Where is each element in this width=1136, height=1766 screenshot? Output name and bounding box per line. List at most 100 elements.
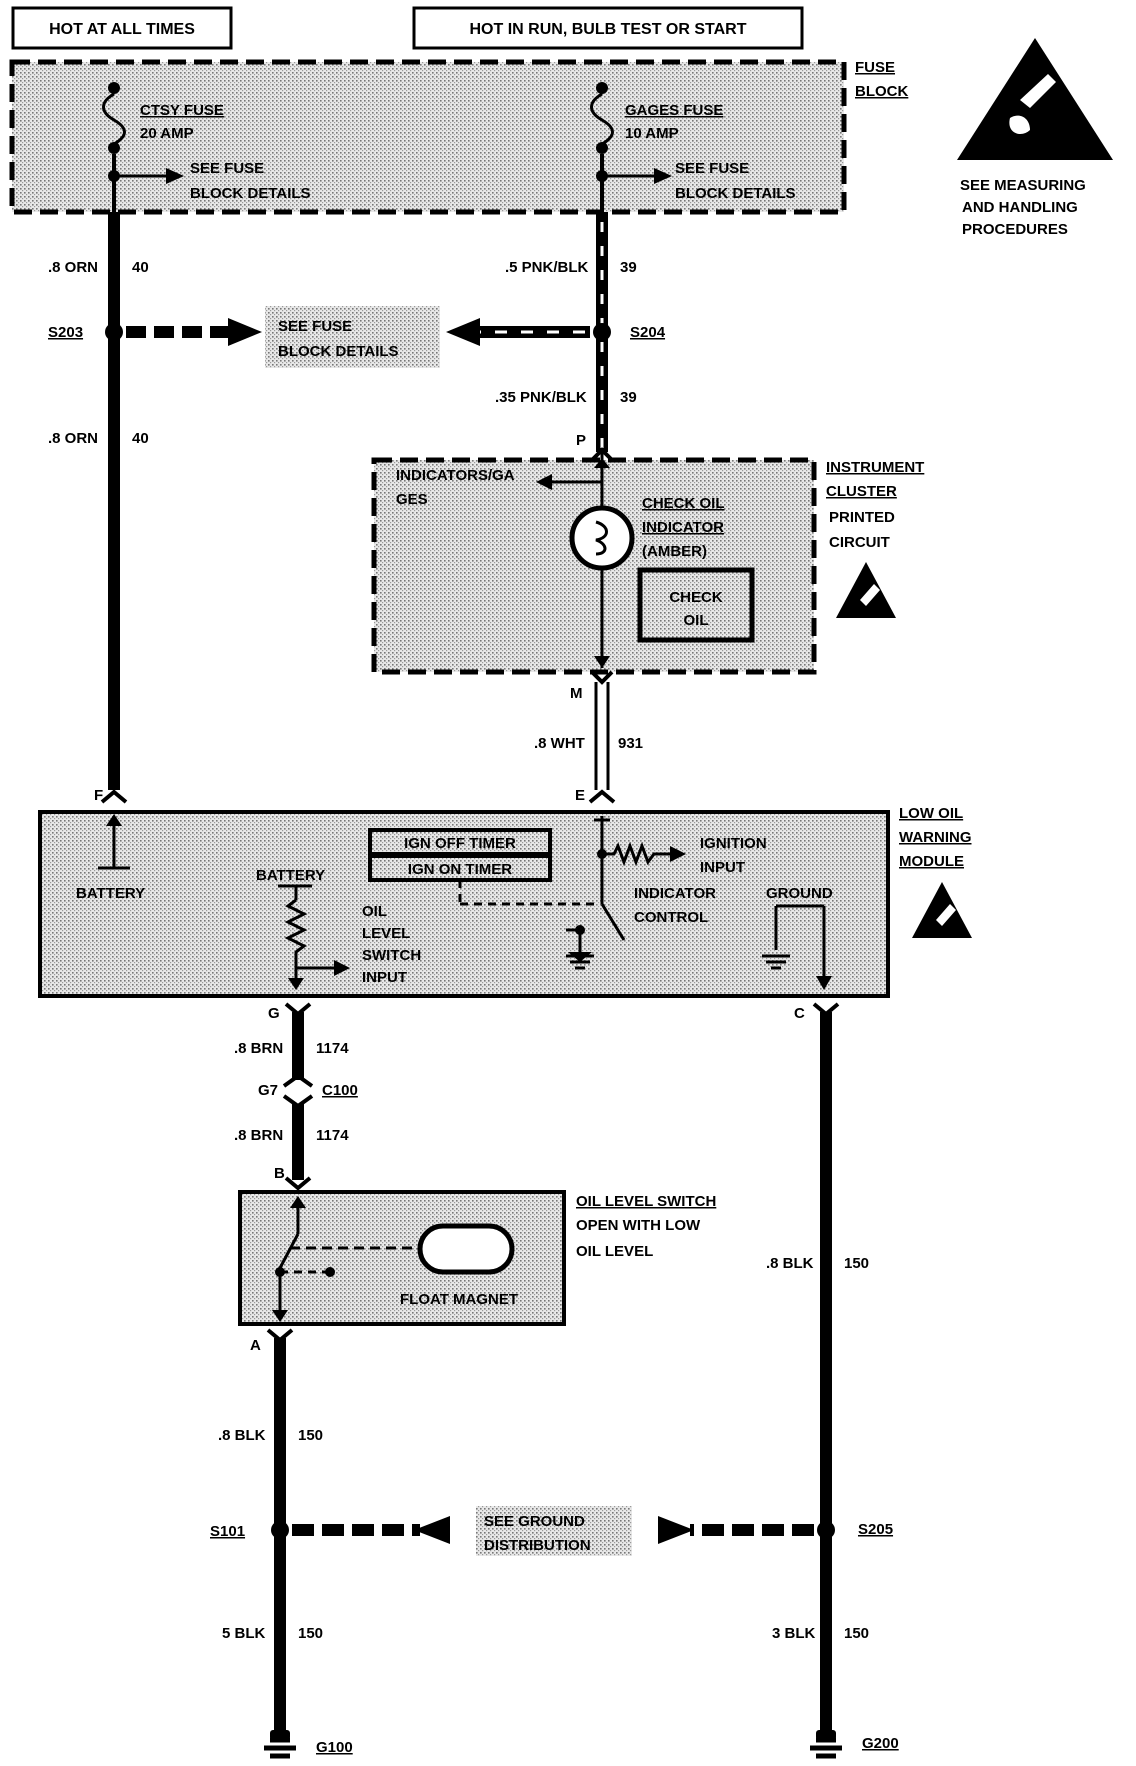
module-pin-g: G [268,1005,280,1022]
header-hot-at-all-times: HOT AT ALL TIMES [11,6,233,50]
fuse-block-label-1: FUSE [855,59,895,76]
w150-right-gauge: .8 BLK [766,1255,814,1272]
splice-s205-node [817,1521,835,1539]
w39-circuit-a: 39 [620,259,637,276]
module-pin-e-connector [588,789,616,804]
cluster-indicators-1: INDICATORS/GA [396,467,515,484]
oil-switch-label-1: OIL LEVEL SWITCH [576,1193,716,1210]
cluster-pin-p-connector [590,447,614,462]
c100-name: C100 [322,1082,358,1099]
g100-ground-icon [264,1737,296,1759]
cluster-pin-p: P [576,432,586,449]
check-oil-label-2: INDICATOR [642,519,724,536]
w1174-gauge-b: .8 BRN [234,1127,283,1144]
s203-arrow [228,318,262,346]
fuse-block: FUSE BLOCK CTSY FUSE 20 AMP SEE FUSE BLO… [9,59,908,215]
fuse-block-label-2: BLOCK [855,83,908,100]
splice-s101-node [271,1521,289,1539]
distribution-text: DISTRIBUTION [484,1537,591,1554]
w931-circuit: 931 [618,735,643,752]
indicator-control-switch [600,903,626,941]
module-oil-3: SWITCH [362,947,421,964]
w40-gauge-a: .8 ORN [48,259,98,276]
gages-see-fuse: SEE FUSE [675,160,749,177]
w150-right-circuit: 150 [844,1255,869,1272]
ctsy-fuse-rating: 20 AMP [140,125,194,142]
cluster-label-3: PRINTED [829,509,895,526]
gages-fuse-symbol [590,92,614,146]
w40-gauge-b: .8 ORN [48,430,98,447]
float-magnet-label: FLOAT MAGNET [400,1291,518,1308]
module-indicator-1: INDICATOR [634,885,716,902]
w40-circuit-b: 40 [132,430,149,447]
w931-gauge: .8 WHT [534,735,585,752]
cluster-label-2: CLUSTER [826,483,897,500]
header-hot-in-run: HOT IN RUN, BULB TEST OR START [412,6,804,50]
ign-off-timer-text: IGN OFF TIMER [404,835,516,852]
module-label-2: WARNING [899,829,972,846]
splice-s204-label: S204 [630,324,666,341]
indicator-control-ground-icon [566,954,594,970]
w1174-circuit-b: 1174 [316,1127,349,1144]
w1174-gauge-a: .8 BRN [234,1040,283,1057]
w150-ground-right-gauge: 3 BLK [772,1625,816,1642]
w150-ground-left-circuit: 150 [298,1625,323,1642]
ctsy-fuse-bottom-node [108,142,120,154]
ctsy-fuse-details-arrow [166,168,184,184]
s101-arrow [414,1516,450,1544]
check-oil-display [637,567,755,643]
module-pin-c: C [794,1005,805,1022]
c100-cavity: G7 [258,1082,278,1099]
circuit-39: .5 PNK/BLK 39 .35 PNK/BLK 39 S204 [446,212,666,452]
w1174-circuit-a: 1174 [316,1040,349,1057]
cluster-pin-m: M [570,685,583,702]
w39-gauge-a: .5 PNK/BLK [505,259,589,276]
splice-s204-node [593,323,611,341]
circuit-931: .8 WHT 931 [534,682,643,790]
esd-notice-line1: SEE MEASURING [960,177,1086,194]
module-oil-2: LEVEL [362,925,410,942]
w150-left-circuit: 150 [298,1427,323,1444]
module-oil-4: INPUT [362,969,407,986]
see-fuse-text: SEE FUSE [278,318,352,335]
circuit-150-right: C .8 BLK 150 S205 3 BLK 150 G200 [658,1002,899,1759]
check-oil-label-1: CHECK OIL [642,495,725,512]
gages-fuse-bottom-node [596,142,608,154]
instrument-cluster: INSTRUMENT CLUSTER PRINTED CIRCUIT P IND… [371,432,924,702]
see-fuse-block-details-box: SEE FUSE BLOCK DETAILS [265,306,440,368]
esd-notice: SEE MEASURING AND HANDLING PROCEDURES [957,38,1113,238]
module-pin-f: F [94,787,103,804]
oil-switch-label-2: OPEN WITH LOW [576,1217,701,1234]
gages-block-details: BLOCK DETAILS [675,185,796,202]
ctsy-fuse-top-node [108,82,120,94]
ctsy-see-fuse: SEE FUSE [190,160,264,177]
switch-pin-b: B [274,1165,285,1182]
gages-fuse-top-node [596,82,608,94]
oil-switch-contact [278,1233,300,1269]
gages-fuse-rating: 10 AMP [625,125,679,142]
cluster-pin-m-connector [590,670,614,685]
header-hot-at-all-times-text: HOT AT ALL TIMES [49,21,195,38]
header-hot-in-run-text: HOT IN RUN, BULB TEST OR START [469,21,746,38]
esd-notice-line3: PROCEDURES [962,221,1068,238]
ctsy-fuse-symbol [102,92,126,146]
ign-on-timer-box [368,854,552,882]
w39-circuit-b: 39 [620,389,637,406]
cluster-label-1: INSTRUMENT [826,459,924,476]
gages-fuse-name: GAGES FUSE [625,102,723,119]
oil-level-switch: OIL LEVEL SWITCH OPEN WITH LOW OIL LEVEL… [238,1190,716,1354]
splice-s101-label: S101 [210,1523,245,1540]
s205-arrow [658,1516,694,1544]
module-indicator-2: CONTROL [634,909,708,926]
check-oil-display-2: OIL [684,612,709,629]
gages-fuse-details-arrow [654,168,672,184]
module-label-1: LOW OIL [899,805,963,822]
ign-on-timer-text: IGN ON TIMER [408,861,512,878]
module-oil-1: OIL [362,903,387,920]
see-ground-distribution-box: SEE GROUND DISTRIBUTION [476,1506,632,1556]
float-magnet-icon [417,1223,515,1275]
module-ground-icon [762,954,790,970]
esd-notice-line2: AND HANDLING [962,199,1078,216]
s204-arrow [446,318,480,346]
